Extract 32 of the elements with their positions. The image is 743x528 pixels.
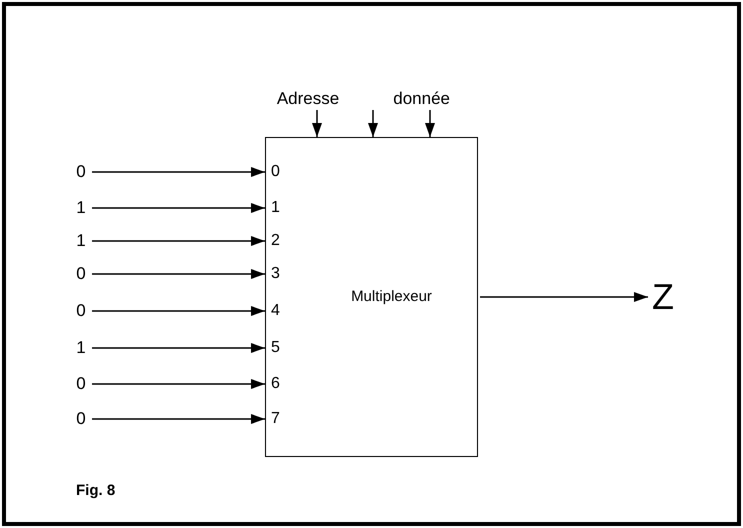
signal-label: Adresse bbox=[268, 88, 348, 110]
arrow bbox=[312, 110, 322, 137]
input-value: 0 bbox=[72, 263, 90, 285]
arrow bbox=[92, 306, 265, 316]
arrow bbox=[92, 343, 265, 353]
pin-label: 6 bbox=[271, 376, 280, 392]
input-value: 1 bbox=[72, 197, 90, 219]
arrow bbox=[92, 236, 265, 246]
input-value: 0 bbox=[72, 373, 90, 395]
arrow bbox=[480, 292, 648, 302]
arrow bbox=[92, 203, 265, 213]
input-value: 1 bbox=[72, 337, 90, 359]
input-value: 0 bbox=[72, 161, 90, 183]
input-value: 0 bbox=[72, 300, 90, 322]
figure-caption: Fig. 8 bbox=[76, 481, 116, 501]
arrow bbox=[368, 110, 378, 137]
input-value: 0 bbox=[72, 408, 90, 430]
pin-label: 1 bbox=[271, 200, 280, 216]
signal-label: donnée bbox=[364, 88, 454, 110]
pin-label: 5 bbox=[271, 340, 280, 356]
pin-label: 3 bbox=[271, 266, 280, 282]
pin-label: 2 bbox=[271, 233, 280, 249]
pin-label: 0 bbox=[271, 164, 280, 180]
arrow bbox=[92, 414, 265, 424]
arrow bbox=[92, 269, 265, 279]
arrow bbox=[92, 167, 265, 177]
input-value: 1 bbox=[72, 230, 90, 252]
pin-label: 4 bbox=[271, 303, 280, 319]
arrow bbox=[425, 110, 435, 137]
arrow bbox=[92, 379, 265, 389]
output-label: Z bbox=[648, 278, 678, 316]
pin-label: 7 bbox=[271, 411, 280, 427]
